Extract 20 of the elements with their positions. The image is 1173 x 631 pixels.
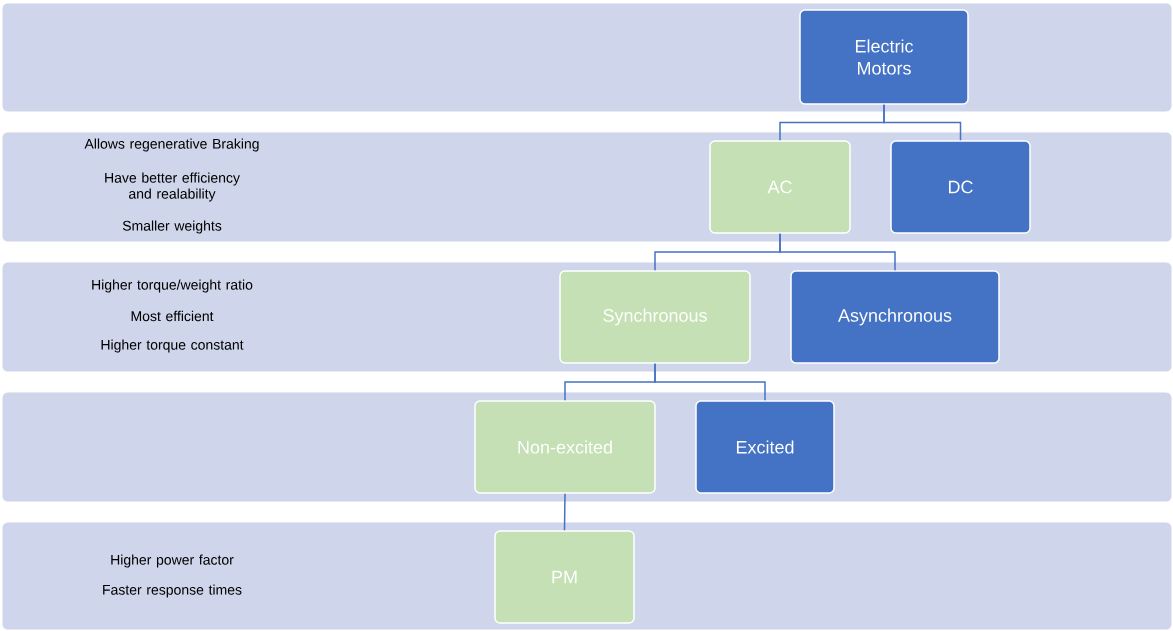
band-text: Smaller weights <box>122 220 222 234</box>
band-text: Higher torque constant <box>101 339 244 353</box>
connector <box>563 493 566 531</box>
process-box: Synchronous <box>559 270 751 364</box>
band-text: Allows regenerative Braking <box>84 138 259 152</box>
band-text: Most efficient <box>131 310 214 322</box>
band-text: Higher torque/weight ratio <box>92 279 253 293</box>
process-box: PM <box>494 530 635 624</box>
connector <box>883 104 962 141</box>
band-text: Faster response times <box>103 584 242 598</box>
process-box: AC <box>709 140 851 234</box>
process-box: Electric Motors <box>799 9 969 105</box>
process-box: Asynchronous <box>790 270 1000 364</box>
connector <box>654 363 766 401</box>
band-text: Have better efficiency and realability <box>105 172 240 202</box>
process-box: Non-excited <box>474 400 656 494</box>
connector <box>779 233 896 271</box>
process-box: DC <box>890 140 1031 234</box>
process-box: Excited <box>695 400 835 494</box>
band-text: Higher power factor <box>111 554 234 568</box>
